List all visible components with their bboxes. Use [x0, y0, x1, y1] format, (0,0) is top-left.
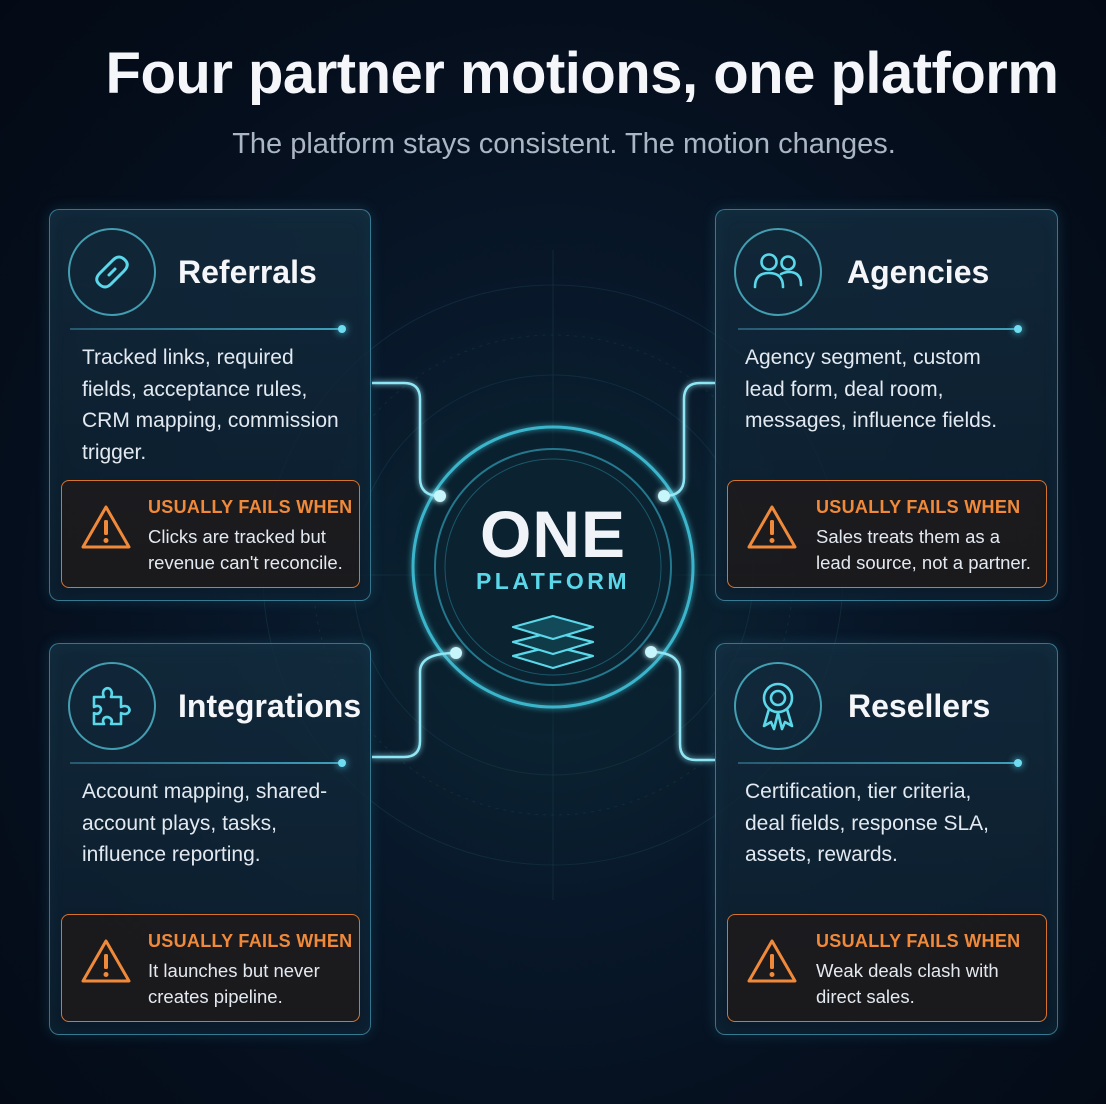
- divider-dot: [338, 759, 346, 767]
- failure-callout: USUALLY FAILS WHEN Clicks are tracked bu…: [61, 480, 360, 588]
- failure-callout: USUALLY FAILS WHEN Sales treats them as …: [727, 480, 1047, 588]
- divider: [738, 762, 1016, 764]
- node-referrals: [434, 490, 446, 502]
- connector-integrations: [372, 651, 457, 759]
- connector-lines: [372, 381, 715, 762]
- puzzle-icon: [92, 686, 131, 726]
- failure-text: It launches but never creates pipeline.: [148, 960, 320, 1007]
- hub-outer-ring: [411, 425, 695, 709]
- failure-text: Weak deals clash with direct sales.: [816, 960, 999, 1007]
- divider: [70, 328, 340, 330]
- card-integrations: Integrations Account mapping, shared-acc…: [49, 643, 371, 1035]
- connector-resellers: [650, 650, 715, 762]
- failure-text: Clicks are tracked but revenue can't rec…: [148, 526, 343, 573]
- card-description: Certification, tier criteria, deal field…: [745, 780, 989, 866]
- card-description: Tracked links, required fields, acceptan…: [82, 346, 339, 464]
- failure-heading: USUALLY FAILS WHEN: [816, 931, 1021, 951]
- warning-icon: [747, 505, 797, 549]
- page-subtitle: The platform stays consistent. The motio…: [232, 128, 896, 160]
- divider-dot: [1014, 759, 1022, 767]
- connector-referrals: [372, 381, 441, 498]
- link-icon: [95, 255, 129, 289]
- failure-callout: USUALLY FAILS WHEN Weak deals clash with…: [727, 914, 1047, 1022]
- icon-badge: [68, 228, 156, 316]
- failure-heading: USUALLY FAILS WHEN: [148, 497, 353, 517]
- card-title: Referrals: [178, 254, 317, 290]
- page-title: Four partner motions, one platform: [105, 41, 1059, 106]
- node-agencies: [658, 490, 670, 502]
- warning-icon: [81, 939, 131, 983]
- failure-text: Sales treats them as a lead source, not …: [816, 526, 1031, 573]
- icon-badge: [68, 662, 156, 750]
- card-description: Account mapping, shared-account plays, t…: [82, 780, 328, 866]
- warning-icon: [81, 505, 131, 549]
- node-integrations: [450, 647, 462, 659]
- icon-badge: [734, 228, 822, 316]
- divider: [738, 328, 1016, 330]
- card-resellers: Resellers Certification, tier criteria, …: [715, 643, 1058, 1035]
- card-referrals: Referrals Tracked links, required fields…: [49, 209, 371, 601]
- divider: [70, 762, 340, 764]
- card-agencies: Agencies Agency segment, custom lead for…: [715, 209, 1058, 601]
- divider-dot: [1014, 325, 1022, 333]
- hub-core-ring: [444, 458, 662, 676]
- card-description: Agency segment, custom lead form, deal r…: [745, 346, 998, 432]
- layers-icon: [511, 614, 595, 670]
- card-title: Agencies: [847, 254, 990, 290]
- hub-title: ONE: [479, 497, 627, 571]
- failure-heading: USUALLY FAILS WHEN: [816, 497, 1021, 517]
- failure-callout: USUALLY FAILS WHEN It launches but never…: [61, 914, 360, 1022]
- warning-icon: [747, 939, 797, 983]
- award-ribbon-icon: [762, 682, 794, 731]
- node-resellers: [645, 646, 657, 658]
- failure-heading: USUALLY FAILS WHEN: [148, 931, 353, 951]
- hub-inner-ring: [434, 448, 672, 686]
- card-title: Resellers: [848, 688, 991, 724]
- users-icon: [753, 253, 803, 289]
- hub-subtitle: PLATFORM: [475, 568, 631, 594]
- connector-agencies: [663, 381, 715, 498]
- connector-nodes: [434, 490, 670, 659]
- divider-dot: [338, 325, 346, 333]
- icon-badge: [734, 662, 822, 750]
- card-title: Integrations: [178, 688, 362, 724]
